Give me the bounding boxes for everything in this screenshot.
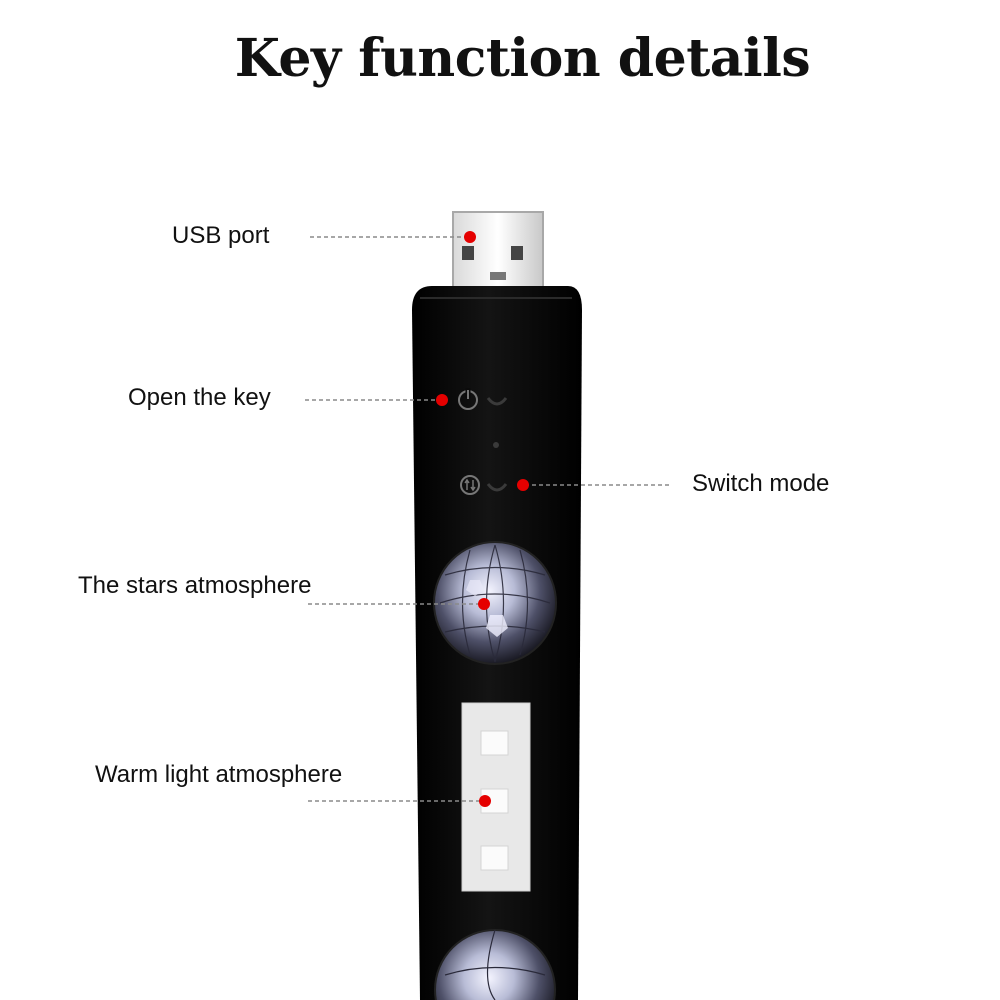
mode-button[interactable]: [460, 475, 508, 495]
marker-stars: [478, 598, 490, 610]
marker-warm-light: [479, 795, 491, 807]
star-projector-lens: [433, 541, 557, 665]
label-warm-light: Warm light atmosphere: [95, 761, 343, 788]
label-open-key: Open the key: [128, 384, 271, 411]
warm-led-panel: [461, 702, 531, 892]
marker-open-key: [436, 394, 448, 406]
label-switch-mode: Switch mode: [692, 470, 830, 497]
page-title: Key function details: [234, 28, 811, 89]
power-button[interactable]: [458, 388, 508, 410]
label-usb-port: USB port: [172, 222, 270, 249]
usb-connector: [452, 211, 544, 293]
marker-usb-port: [464, 231, 476, 243]
indicator-dot-icon: [493, 442, 499, 448]
marker-switch-mode: [517, 479, 529, 491]
star-projector-lens-lower: [434, 929, 556, 1000]
label-stars-atmosphere: The stars atmosphere: [78, 572, 312, 599]
